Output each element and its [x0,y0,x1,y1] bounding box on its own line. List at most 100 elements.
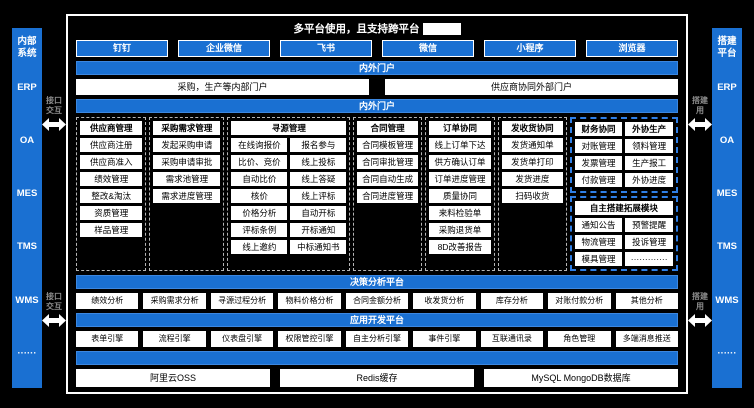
module-item: 扫码收货 [502,189,563,203]
custom-extension-columns: 通知公告物流管理模具管理 预警提醒投诉管理············· [574,217,674,266]
custom-extension-right-items: 预警提醒投诉管理············· [625,217,674,266]
module-grid: 供应商管理 供应商注册供应商准入绩效管理整改&淘汰资质管理样品管理 采购需求管理… [76,117,679,271]
module-item: 8D改善报告 [428,240,492,254]
internal-systems-title: 内部系统 [17,36,37,60]
build-platform-title: 搭建平台 [717,36,737,60]
engine-box: 自主分析引擎 [345,331,409,347]
outsourced-production-items: 领料管理生产报工外协进度 [625,139,674,187]
title-row: 多平台使用，且支持跨平台 [76,21,678,36]
module-item: 合同自动生成 [357,172,418,186]
module-item: 线上邀约 [231,240,288,254]
module-item: 对账管理 [574,139,623,153]
module-item: 开标通知 [290,223,347,237]
custom-extension-header: 自主搭建拓展模块 [574,200,674,215]
double-arrow-icon [40,314,68,327]
analysis-row: 绩效分析采购需求分析寻源过程分析物料价格分析合同金额分析收发货分析库存分析对账付… [76,293,678,309]
custom-extension-left-items: 通知公告物流管理模具管理 [574,217,623,266]
module-item: ············· [625,251,674,266]
module-item: 生产报工 [625,156,674,170]
analysis-box: 采购需求分析 [143,293,206,309]
module-item: 物流管理 [574,234,623,249]
internal-system-item: OA [19,135,35,147]
module-item: 线上评标 [290,189,347,203]
internal-system-item: TMS [16,241,38,253]
build-platform-item: WMS [715,294,739,306]
app-button: 飞书 [280,40,372,57]
module-item: 中标通知书 [290,240,347,254]
module-item: 需求池管理 [153,172,221,186]
module-item: 发货进度 [502,172,563,186]
module-item: 供应商注册 [80,138,143,152]
module-item: 价格分析 [231,206,288,220]
app-button: 浏览器 [586,40,678,57]
build-use-label: 搭建 用 [692,96,708,115]
app-development-bar: 应用开发平台 [76,313,678,327]
module-item: 付款管理 [574,173,623,187]
app-button: 企业微信 [178,40,270,57]
supplier-management-column: 供应商管理 供应商注册供应商准入绩效管理整改&淘汰资质管理样品管理 [76,117,147,271]
contract-management-header: 合同管理 [357,121,418,135]
module-item: 需求进度管理 [153,189,221,203]
double-arrow-icon [686,118,714,131]
internal-system-item: ······ [17,347,37,359]
engine-box: 互联通讯录 [480,331,544,347]
interface-interaction-label: 接口 交互 [46,292,62,311]
shipping-collaboration-column: 发收货协同 发货通知单发货单打印发货进度扫码收货 [498,117,567,271]
storage-box: 阿里云OSS [76,369,270,387]
engine-box: 流程引擎 [143,331,206,347]
module-item: 模具管理 [574,251,623,266]
analysis-box: 绩效分析 [76,293,139,309]
analysis-box: 库存分析 [480,293,544,309]
double-arrow-icon [40,118,68,131]
module-item: 整改&淘汰 [80,189,143,203]
supplier-management-items: 供应商注册供应商准入绩效管理整改&淘汰资质管理样品管理 [80,138,143,237]
module-item: 发货单打印 [502,155,563,169]
module-item: 发起采购申请 [153,138,221,152]
engine-box: 角色管理 [548,331,611,347]
module-item: 资质管理 [80,206,143,220]
module-item: 评标条例 [231,223,288,237]
outsourced-production-column: 外协生产 领料管理生产报工外协进度 [625,122,674,187]
supplier-management-header: 供应商管理 [80,121,143,135]
module-item: 线上投标 [290,155,347,169]
portal-box: 供应商协同外部门户 [385,79,678,95]
internal-system-item: ERP [17,81,37,93]
storage-box: Redis缓存 [280,369,474,387]
build-platform-item: OA [719,135,735,147]
interface-interaction-label: 接口 交互 [46,96,62,115]
module-item: 在线询报价 [231,138,288,152]
engine-row: 表单引擎流程引擎仪表盘引擎权限管控引擎自主分析引擎事件引擎互联通讯录角色管理多端… [76,331,678,347]
analysis-box: 收发货分析 [413,293,476,309]
module-item: 来料检验单 [428,206,492,220]
contract-management-items: 合同模板管理合同审批管理合同自动生成合同进度管理 [357,138,418,203]
sourcing-right-items: 报名参与线上投标线上答疑线上评标自动开标开标通知中标通知书 [290,138,347,254]
analysis-box: 寻源过程分析 [210,293,274,309]
module-item: 供方确认订单 [428,155,492,169]
module-item: 订单进度管理 [428,172,492,186]
decision-analysis-bar: 决策分析平台 [76,275,678,289]
module-item: 发货通知单 [502,138,563,152]
right-connector-bottom: 搭建 用 [686,292,714,327]
portal-row: 采购，生产等内部门户供应商协同外部门户 [76,79,678,95]
analysis-box: 对账付款分析 [548,293,611,309]
module-item: 线上订单下达 [428,138,492,152]
double-arrow-icon [686,314,714,327]
module-item: 领料管理 [625,139,674,153]
module-item: 比价、竞价 [231,155,288,169]
purchase-demand-header: 采购需求管理 [153,121,221,135]
module-item: 自动比价 [231,172,288,186]
app-button: 微信 [382,40,474,57]
sourcing-management-header: 寻源管理 [231,121,347,135]
analysis-box: 合同金额分析 [345,293,409,309]
custom-extension-block: 自主搭建拓展模块 通知公告物流管理模具管理 预警提醒投诉管理··········… [569,195,679,271]
app-button: 小程序 [484,40,576,57]
finance-outsourcing-block: 财务协同 对账管理发票管理付款管理 外协生产 领料管理生产报工外协进度 [569,117,679,193]
module-item: 自动开标 [290,206,347,220]
module-item: 发票管理 [574,156,623,170]
module-item: 绩效管理 [80,172,143,186]
